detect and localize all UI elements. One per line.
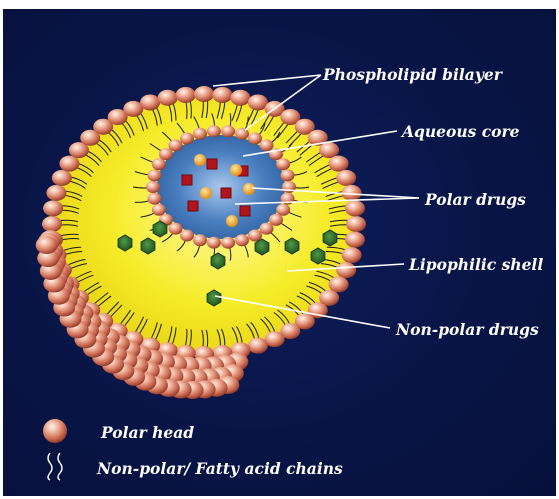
polar-head: [36, 236, 58, 254]
polar-head: [147, 193, 161, 205]
polar-head: [207, 125, 221, 137]
legend-fatty-chains-label: Non-polar/ Fatty acid chains: [96, 459, 343, 478]
polar-head: [346, 216, 366, 232]
label-polar-drugs: Polar drugs: [424, 190, 526, 209]
non-polar-drug: [118, 235, 132, 251]
non-polar-drug: [285, 238, 299, 254]
polar-head: [336, 170, 356, 186]
polar-drug-red: [188, 201, 198, 211]
polar-head: [140, 94, 160, 110]
non-polar-drug: [207, 290, 221, 306]
polar-head: [42, 216, 62, 232]
polar-head: [345, 232, 365, 248]
label-phospholipid-bilayer: Phospholipid bilayer: [322, 65, 504, 84]
polar-head: [276, 158, 290, 170]
polar-head: [329, 276, 349, 292]
polar-head: [168, 139, 182, 151]
polar-head: [212, 87, 232, 103]
polar-head: [194, 86, 214, 102]
polar-head: [276, 204, 290, 216]
polar-head: [43, 200, 63, 216]
legend-fatty-chain-icon: [48, 453, 62, 480]
polar-head: [52, 170, 72, 186]
label-lipophilic-shell: Lipophilic shell: [408, 255, 543, 274]
legend: Polar head Non-polar/ Fatty acid chains: [43, 419, 343, 480]
non-polar-drug: [323, 230, 337, 246]
polar-drug-red: [182, 175, 192, 185]
polar-head: [221, 237, 235, 249]
polar-drug-red: [207, 159, 217, 169]
polar-head: [221, 125, 235, 137]
polar-head: [180, 133, 194, 145]
leader-line-bilayer-outer: [213, 75, 321, 86]
polar-head: [180, 229, 194, 241]
polar-drug-gold: [200, 187, 212, 199]
polar-head: [336, 262, 356, 278]
polar-head: [342, 247, 362, 263]
polar-head: [193, 234, 207, 246]
polar-head: [158, 90, 178, 106]
label-aqueous-core: Aqueous core: [400, 122, 520, 141]
non-polar-drug: [141, 238, 155, 254]
polar-head: [248, 133, 262, 145]
polar-head: [59, 156, 79, 172]
polar-head: [230, 90, 250, 106]
legend-polar-head-icon: [43, 419, 67, 443]
polar-head: [146, 181, 160, 193]
polar-head: [260, 223, 274, 235]
polar-head: [193, 128, 207, 140]
polar-head: [248, 338, 268, 354]
polar-head: [345, 200, 365, 216]
polar-drug-gold: [230, 164, 242, 176]
non-polar-drug: [153, 221, 167, 237]
label-non-polar-drugs: Non-polar drugs: [395, 320, 539, 339]
non-polar-drug: [211, 253, 225, 269]
polar-head: [176, 87, 196, 103]
polar-head: [147, 169, 161, 181]
polar-head: [152, 158, 166, 170]
polar-head: [152, 204, 166, 216]
legend-polar-head-label: Polar head: [100, 423, 194, 442]
polar-head: [235, 234, 249, 246]
polar-drug-red: [221, 188, 231, 198]
polar-head: [281, 169, 295, 181]
polar-head: [46, 185, 66, 201]
polar-head: [207, 237, 221, 249]
polar-drug-red: [240, 206, 250, 216]
polar-drug-gold: [226, 215, 238, 227]
non-polar-drug: [311, 248, 325, 264]
polar-head: [329, 156, 349, 172]
polar-drug-gold: [194, 154, 206, 166]
non-polar-drug: [255, 239, 269, 255]
polar-head: [319, 142, 339, 158]
polar-drug-gold: [243, 183, 255, 195]
